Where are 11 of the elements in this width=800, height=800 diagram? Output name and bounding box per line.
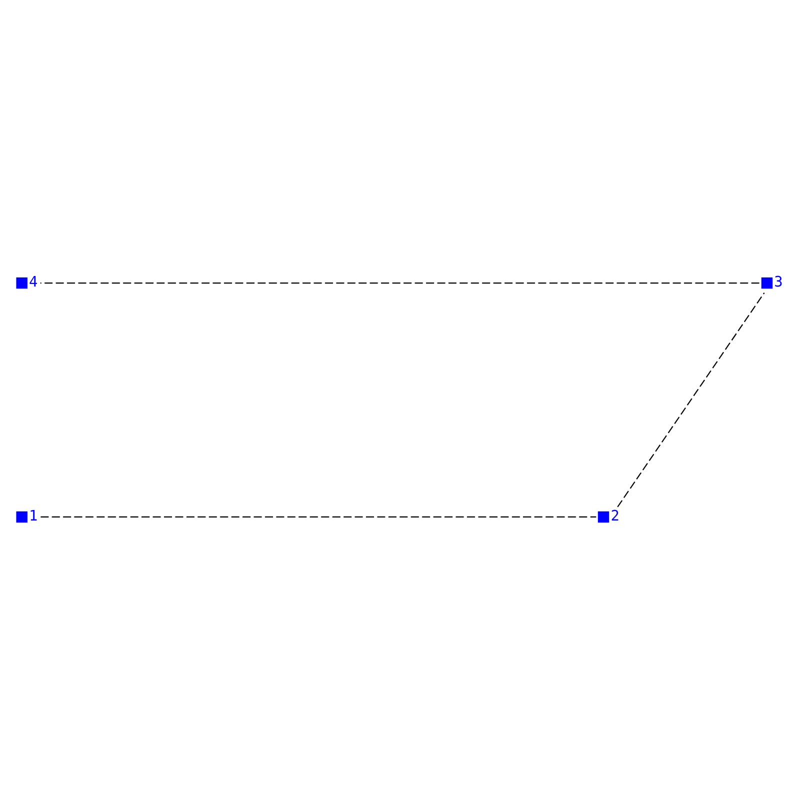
connector <box>617 292 765 508</box>
node-box <box>761 277 773 289</box>
node-label: 1 <box>29 508 38 524</box>
node-label: 3 <box>774 274 783 291</box>
node-box <box>598 511 610 523</box>
node-label: 4 <box>29 274 38 291</box>
connector <box>40 516 596 518</box>
node-box <box>16 511 28 523</box>
connector <box>40 282 760 284</box>
node-box <box>16 277 28 289</box>
node-label: 2 <box>610 508 620 524</box>
